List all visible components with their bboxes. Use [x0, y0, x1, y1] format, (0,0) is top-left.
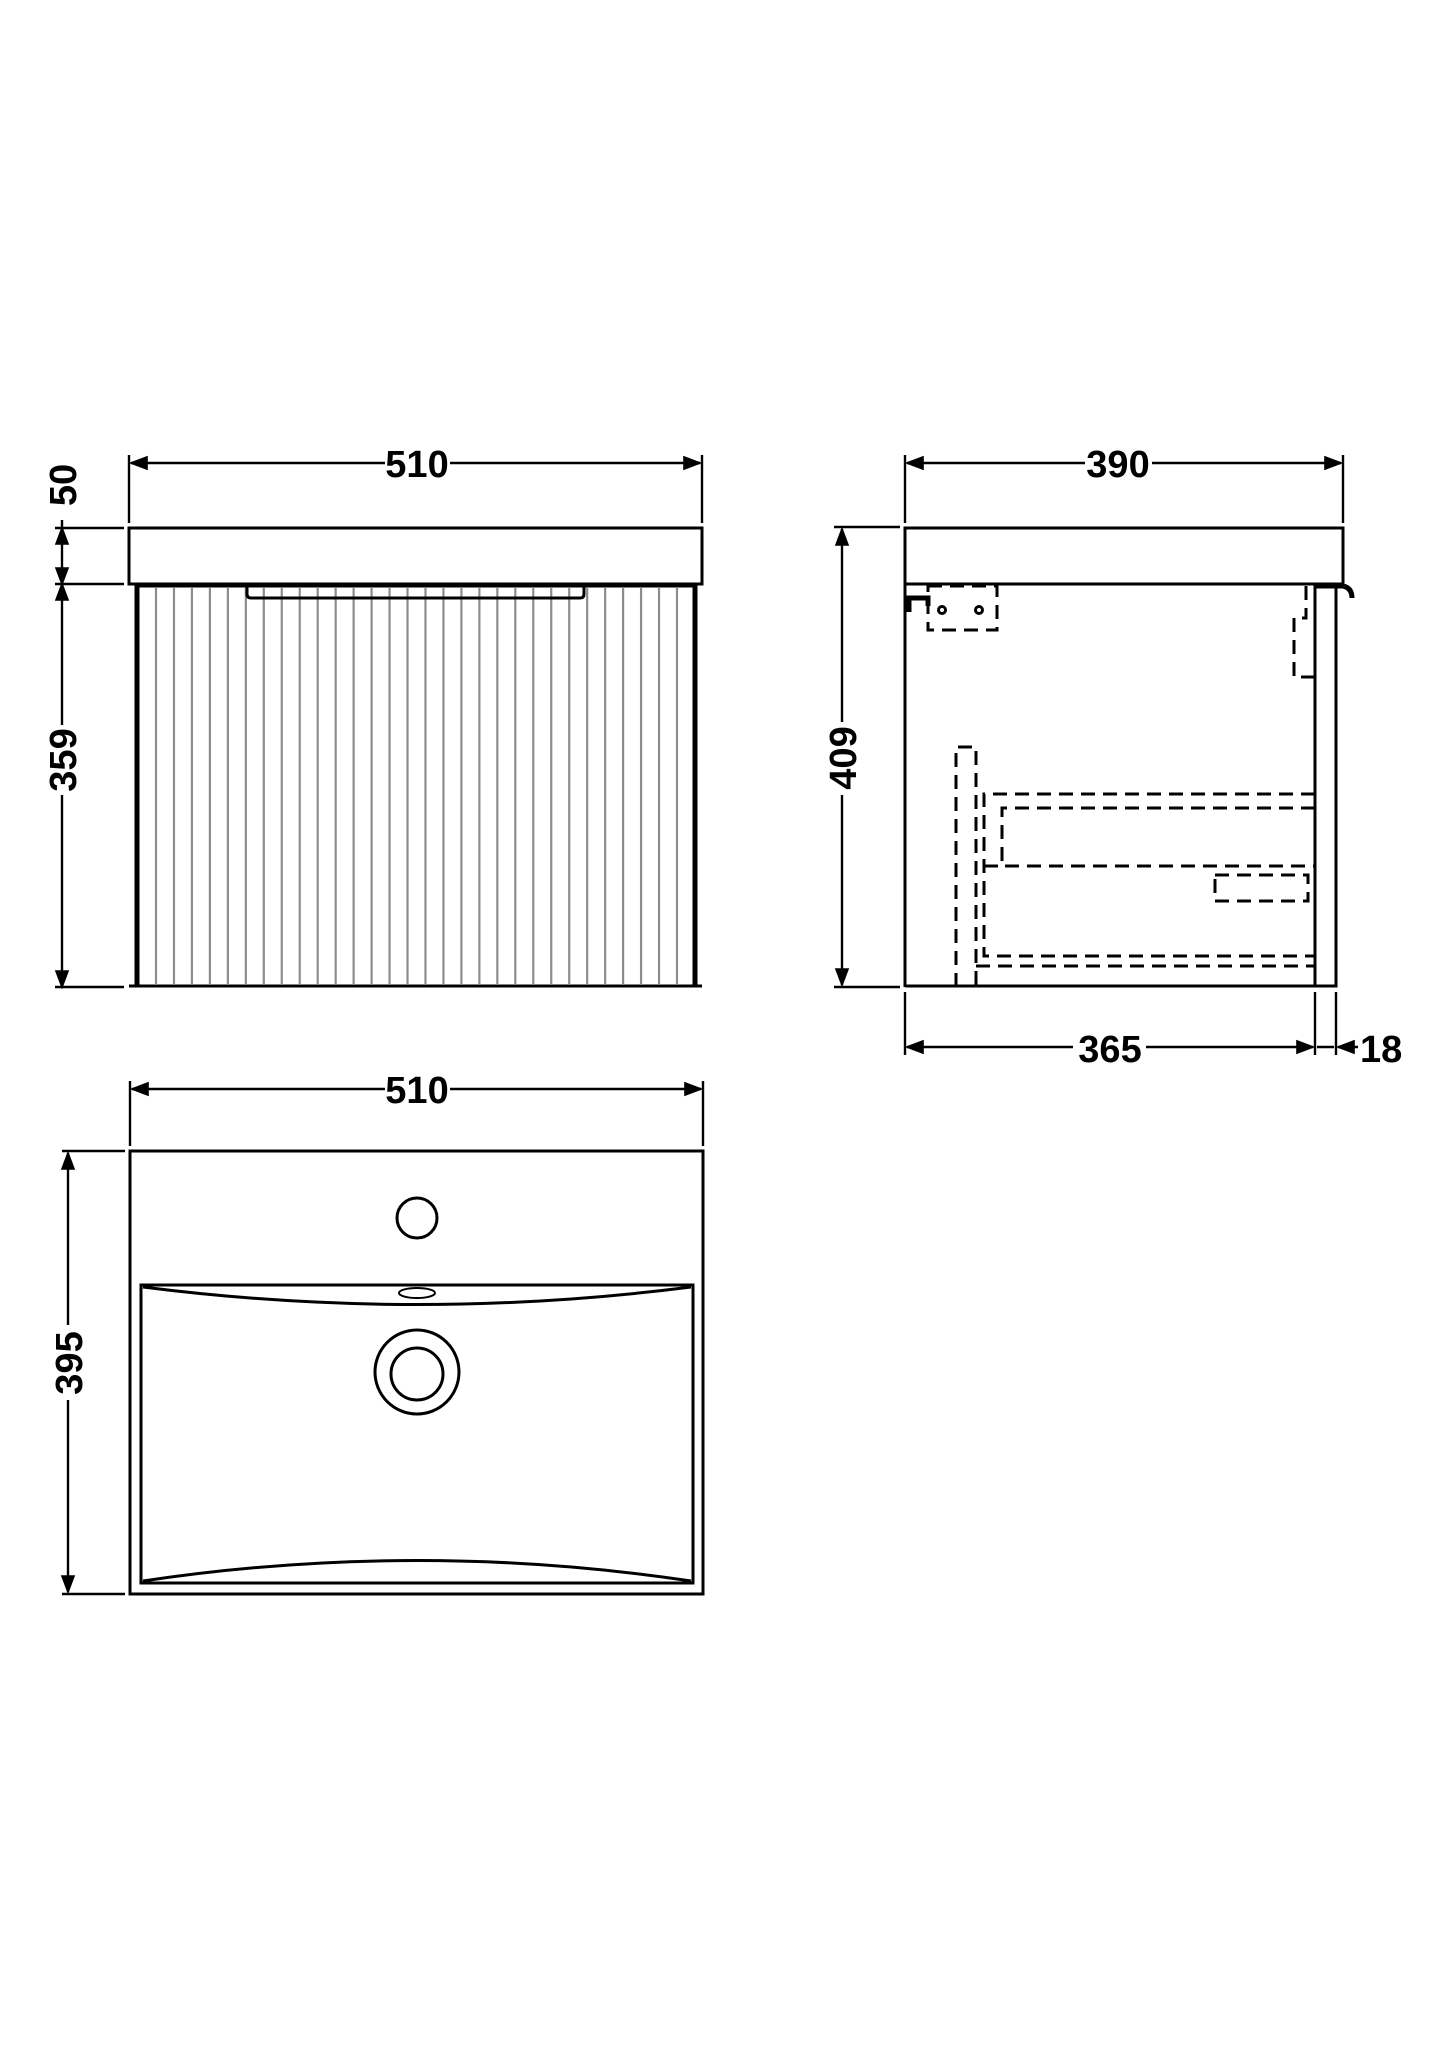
screw-icon — [974, 605, 984, 615]
plan-depth-label: 395 — [49, 1331, 91, 1394]
side-height-label: 409 — [823, 726, 865, 789]
drawer-outline — [976, 792, 1315, 968]
front-width-label: 510 — [385, 444, 448, 486]
bowl-back-curve — [142, 1285, 692, 1306]
door-lip — [1315, 583, 1355, 599]
drawer-handle — [245, 586, 586, 600]
cabinet-height-label: 359 — [43, 728, 85, 791]
side-view: 390 — [823, 444, 1402, 1071]
front-height-dimensions: 50 359 — [43, 464, 124, 990]
cabinet-front — [129, 582, 702, 988]
bowl-front-curve — [142, 1559, 692, 1583]
side-bottom-dimensions: 365 18 — [903, 992, 1402, 1071]
wall-bracket — [906, 584, 999, 632]
plan-width-label: 510 — [385, 1070, 448, 1112]
side-depth-label: 390 — [1086, 444, 1149, 486]
hinge-outline — [1292, 586, 1315, 679]
waste-pipe-outline — [954, 745, 978, 987]
door-thickness-label: 18 — [1360, 1029, 1402, 1071]
door-panel-edge — [1313, 584, 1338, 988]
overflow-slot — [398, 1287, 436, 1299]
carcass-depth-label: 365 — [1078, 1029, 1141, 1071]
drawer-runner — [1213, 873, 1310, 903]
side-countertop — [903, 526, 1345, 586]
tap-hole — [395, 1196, 439, 1240]
plan-view: 510 395 — [49, 1070, 705, 1596]
basin-bowl — [139, 1283, 695, 1585]
countertop-slab — [127, 526, 704, 586]
plan-depth-dimension: 395 — [49, 1149, 125, 1596]
fluted-drawer-front — [154, 588, 679, 985]
basin-outline — [128, 1149, 705, 1596]
side-height-dimension: 409 — [823, 525, 900, 989]
side-depth-dimension: 390 — [903, 444, 1345, 523]
front-width-dimension: 510 — [127, 444, 704, 523]
top-height-label: 50 — [43, 464, 85, 506]
waste-outer — [373, 1328, 461, 1416]
front-view: 510 50 359 — [43, 444, 704, 990]
plan-width-dimension: 510 — [128, 1070, 705, 1146]
screw-icon — [937, 605, 947, 615]
waste-inner — [389, 1346, 445, 1402]
